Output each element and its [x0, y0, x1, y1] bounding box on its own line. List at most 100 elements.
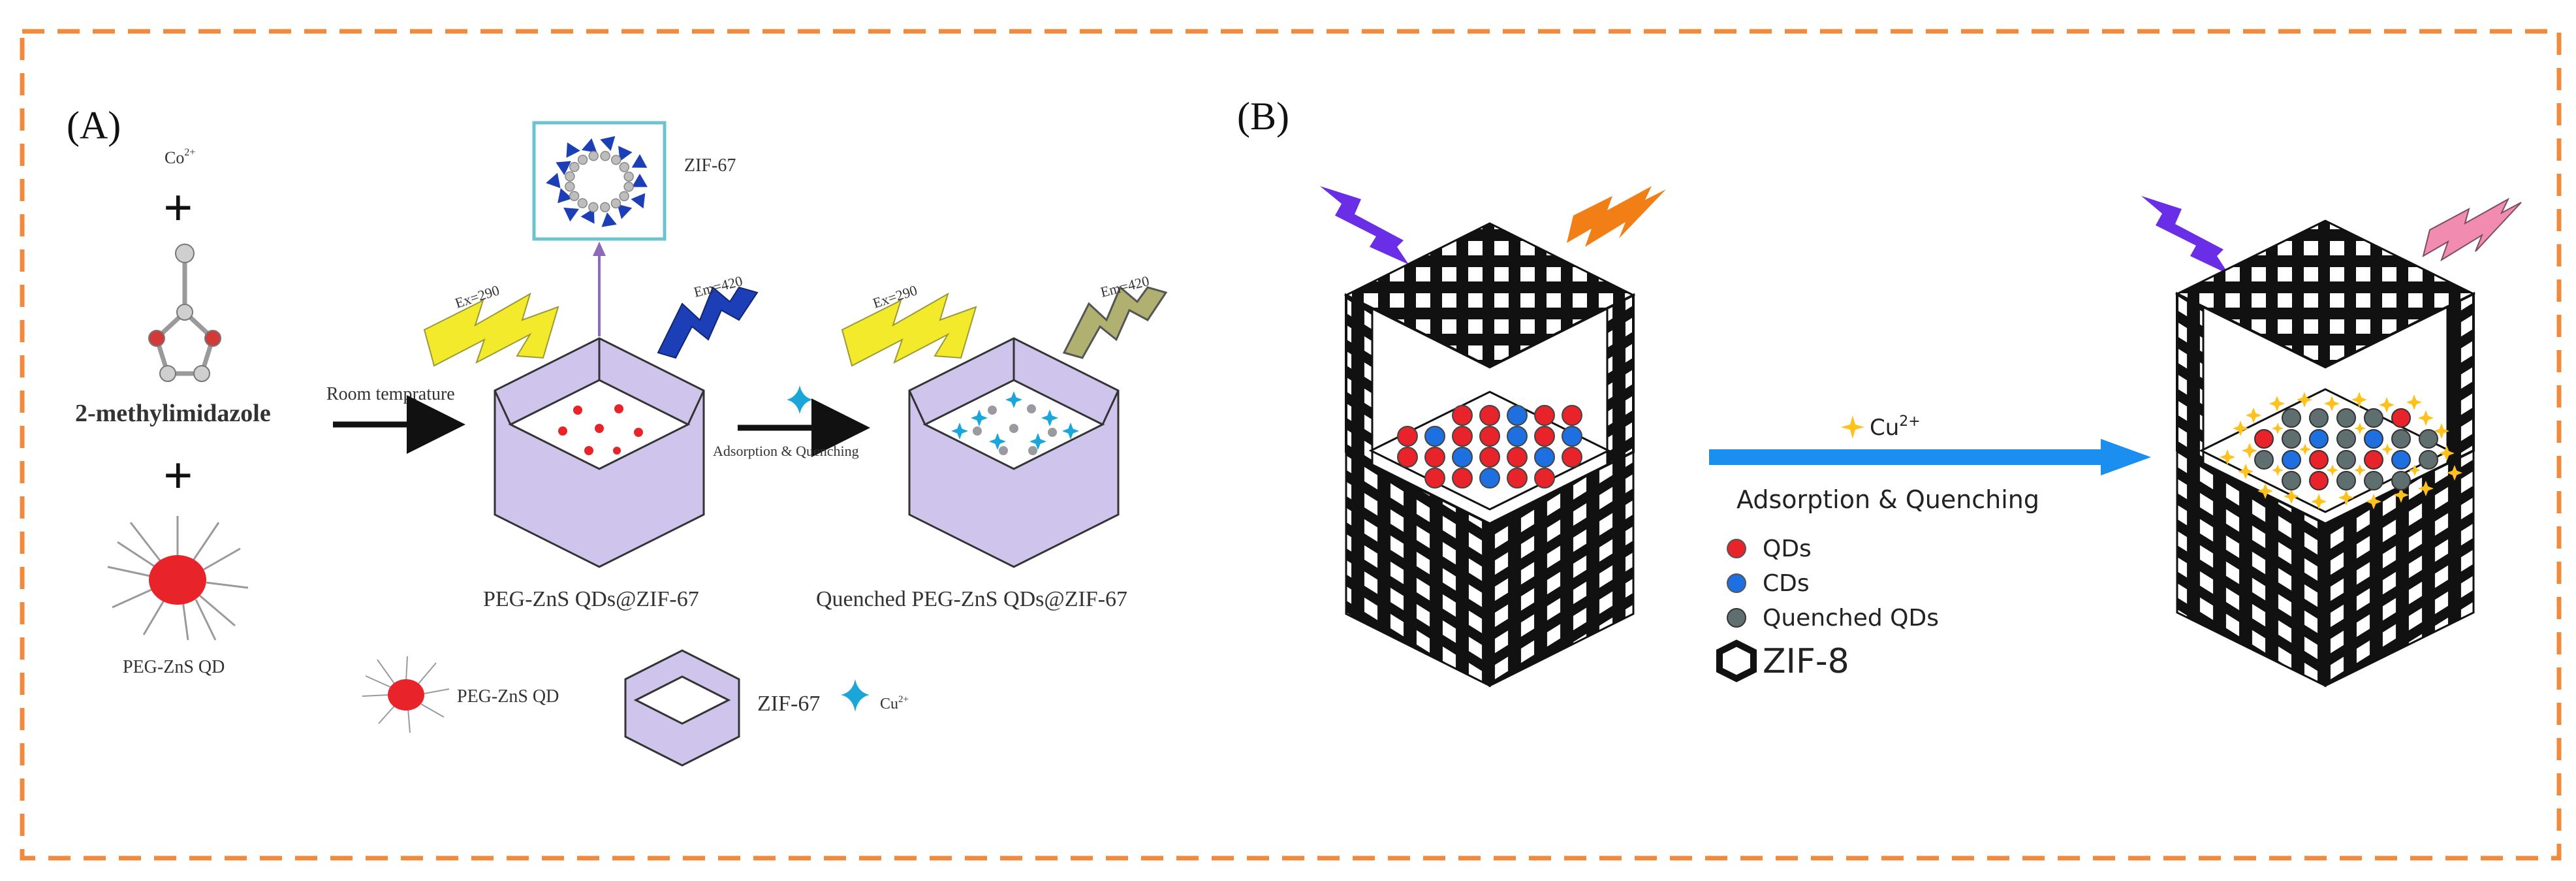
zif-triangle: [566, 142, 580, 158]
legend-zif8-icon: [1716, 639, 1757, 682]
cu-ion-particle: [2338, 490, 2354, 505]
qd-dots-composite: [558, 404, 643, 455]
zif-triangle: [617, 204, 633, 219]
particle-dot: [2391, 408, 2411, 428]
zif-triangle: [618, 146, 633, 162]
legend-qd-icon: [362, 656, 450, 733]
composite-label: PEG-ZnS QDs@ZIF-67: [483, 587, 699, 611]
zif-triangle: [631, 154, 648, 168]
zif-triangle: [580, 208, 595, 224]
particle-dot: [2282, 450, 2301, 470]
particle-dot: [2282, 471, 2301, 490]
cu-ion-particle: [2233, 421, 2248, 436]
cu-ion-particle: [2220, 449, 2235, 465]
zif-up-arrowhead: [593, 242, 606, 256]
particle-dot: [2336, 471, 2356, 490]
qd-name: PEG-ZnS QD: [123, 657, 225, 677]
particle-dot: [2336, 429, 2356, 449]
excitation-bolt-icon: Ex=290: [423, 281, 559, 367]
plus-sign-bottom: +: [163, 447, 193, 505]
cu-ion-particle: [2246, 408, 2261, 423]
zif-node: [619, 162, 630, 172]
quenched-qd-dot: [999, 446, 1008, 455]
cu-ion-particle: [1062, 423, 1079, 440]
zif-triangle: [556, 161, 571, 176]
particle-dot: [2336, 408, 2356, 428]
particle-dot: [2364, 429, 2383, 449]
legend-quenched-dot: [1727, 608, 1746, 628]
legend-cds-label: CDs: [1763, 570, 1810, 597]
legend-qds-label: QDs: [1763, 536, 1812, 562]
panel-b: (B) Cu2+ Adsorption & Quenching QDs CDs …: [1237, 95, 2522, 688]
quenched-dots: [951, 391, 1079, 455]
ligand-name: 2-methylimidazole: [75, 400, 271, 427]
cu-ion-particle: [2327, 464, 2338, 476]
zif-node: [569, 161, 580, 172]
cu-ion-particle: [1005, 391, 1022, 408]
legend-zif67-label: ZIF-67: [757, 692, 820, 716]
quenched-qd-dot: [973, 426, 982, 436]
zif-node: [565, 171, 575, 182]
cu-ion-particle: [2439, 445, 2455, 461]
zif-node: [610, 198, 621, 209]
particle-dot: [1562, 426, 1582, 447]
particle-dot: [1452, 468, 1473, 489]
particle-dot: [1534, 447, 1555, 468]
zif-triangle: [546, 172, 561, 189]
zif-node: [610, 155, 621, 165]
particle-dot: [1562, 447, 1582, 468]
zif-node: [623, 182, 634, 192]
cu-ion-particle: [2272, 464, 2284, 476]
legend-cu-label: Cu2+: [880, 694, 909, 713]
excitation-bolt-b2-icon: [2141, 196, 2229, 274]
cu-ion-particle: [2379, 397, 2395, 413]
cu-ion-particle: [1029, 433, 1046, 450]
quenched-composite-box: [908, 337, 1120, 568]
legend-cds-dot: [1727, 573, 1746, 593]
cu-ion-particle: [971, 409, 988, 426]
quenched-qd-dot: [1009, 424, 1018, 433]
panel-a-label: (A): [67, 104, 121, 147]
peg-zns-qd-icon: [107, 516, 249, 641]
cu-ion-particle: [2447, 465, 2462, 481]
zif-node: [588, 150, 599, 161]
particle-dot: [2391, 471, 2411, 490]
panel-a: (A) Co2+ + 2-methylimidazole +: [67, 104, 1168, 767]
quenched-qd-dot: [988, 406, 997, 415]
particle-dot: [2391, 450, 2411, 470]
particle-dot: [1479, 468, 1500, 489]
particle-dot: [2309, 471, 2329, 490]
particle-dot: [2309, 429, 2329, 449]
particle-dot: [2282, 408, 2301, 428]
particle-dot: [1507, 405, 1528, 426]
particle-dot: [1452, 426, 1473, 447]
cu-ion-particle: [2238, 464, 2254, 479]
cu-ion-particle: [2257, 483, 2273, 499]
particle-dot: [2364, 450, 2383, 470]
particle-dot: [1424, 426, 1445, 447]
particle-dot: [1452, 405, 1473, 426]
zif-triangle: [558, 187, 573, 204]
zif-triangle: [601, 212, 617, 227]
zif-node: [588, 202, 599, 212]
cu-ion-particle: [2269, 396, 2285, 411]
quenched-qd-dot: [1028, 446, 1037, 455]
cu-ion-b-icon: [1841, 415, 1864, 439]
particle-dot: [2391, 429, 2411, 449]
dashed-frame: [20, 29, 2562, 861]
cu-ion-b-label: Cu2+: [1870, 413, 1921, 441]
particle-dot: [1424, 468, 1445, 489]
particle-dot: [1507, 468, 1528, 489]
particle-dot: [1424, 447, 1445, 468]
excitation-bolt-2-icon: Ex=290: [841, 281, 977, 367]
particle-dot: [1397, 426, 1418, 447]
cu-ion-particle: [2284, 489, 2299, 504]
zif-triangle: [631, 193, 646, 209]
zif-node: [577, 154, 588, 165]
particle-dot: [1479, 426, 1500, 447]
zif8-cube-right: [2175, 219, 2476, 688]
excitation-bolt-b1-icon: [1320, 186, 1409, 264]
zif-node: [600, 151, 610, 161]
quenched-label: Quenched PEG-ZnS QDs@ZIF-67: [816, 587, 1127, 611]
zif-node: [569, 191, 580, 201]
